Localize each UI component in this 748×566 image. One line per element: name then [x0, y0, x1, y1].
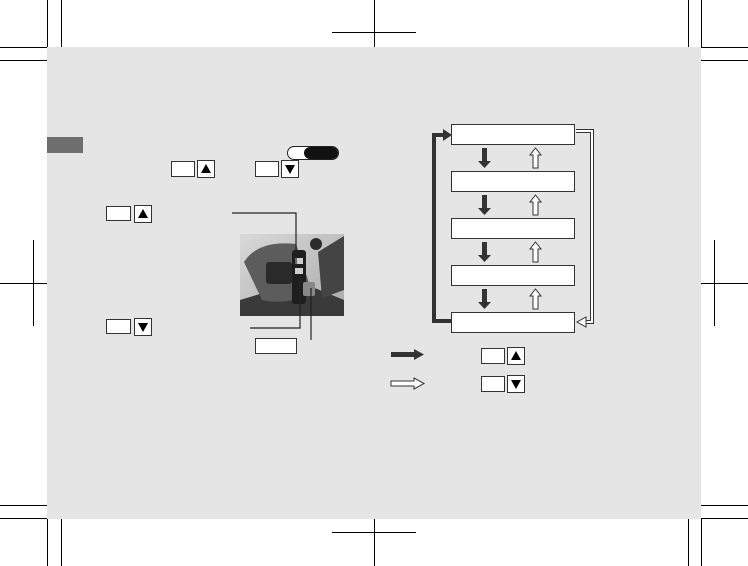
- flow-step-box: [451, 218, 575, 239]
- flow-step-box: [451, 265, 575, 286]
- switch-label-box: [255, 338, 297, 354]
- section-tab: [47, 137, 83, 153]
- flow-step-box: [451, 312, 575, 333]
- mode-toggle-icon: [287, 146, 339, 160]
- button-label-box: [171, 161, 195, 177]
- flow-step-box: [451, 124, 575, 145]
- triangle-down-icon: [281, 160, 299, 178]
- triangle-up-icon: [134, 205, 152, 223]
- legend-label-box: [481, 376, 505, 392]
- triangle-up-icon: [507, 347, 525, 365]
- button-label-box: [255, 161, 279, 177]
- triangle-down-icon: [507, 375, 525, 393]
- triangle-down-icon: [134, 318, 152, 336]
- flow-step-box: [451, 171, 575, 192]
- down-button-label-box: [106, 319, 131, 334]
- legend-label-box: [481, 348, 505, 364]
- up-button-label-box: [106, 206, 131, 221]
- triangle-up-icon: [197, 160, 215, 178]
